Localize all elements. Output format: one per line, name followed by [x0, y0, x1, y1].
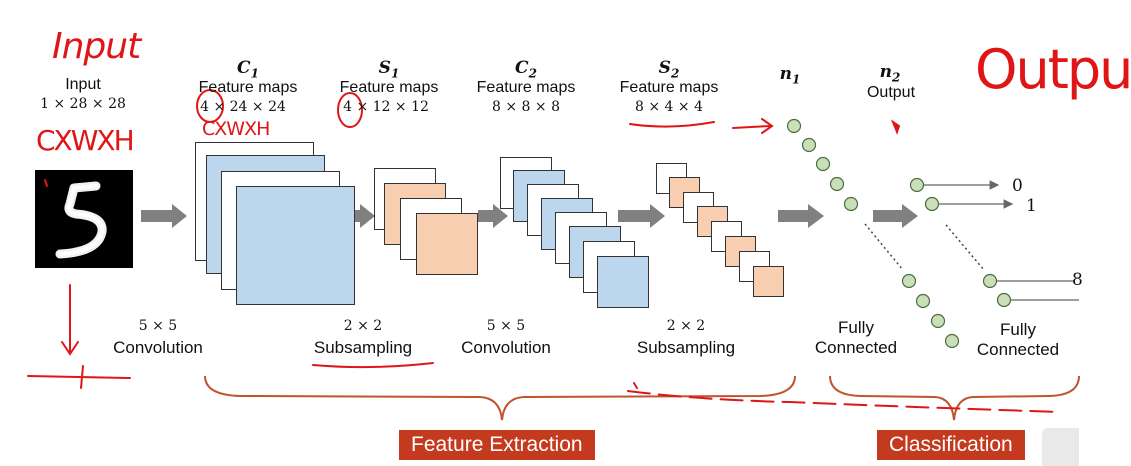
- arrow-c2-s2: [618, 204, 665, 228]
- arrow-input-c1: [141, 204, 187, 228]
- sub2-label: Subsampling: [636, 338, 736, 357]
- cnn-diagram: Input 1 × 28 × 28 C1 Feature maps 4 × 24…: [27, 26, 1131, 466]
- fc1-label-line1: Fully: [838, 318, 874, 337]
- output-1: 1: [1026, 196, 1037, 216]
- handwritten-shape-note: CXWXH: [36, 124, 135, 157]
- s2-map: [753, 266, 784, 297]
- arrow-s2-n1: [778, 204, 824, 228]
- n2-neurons: [909, 177, 1079, 308]
- classification-banner: Classification: [877, 430, 1025, 460]
- sub1-label: Subsampling: [313, 338, 413, 357]
- s1-map: [416, 213, 478, 275]
- feature-extraction-banner: Feature Extraction: [399, 430, 595, 460]
- flow-arrows: [141, 204, 918, 228]
- sub2-kernel: 2 × 2: [666, 318, 706, 334]
- input-digit-image: [35, 170, 133, 268]
- output-0: 0: [1012, 176, 1023, 196]
- conv1-kernel: 5 × 5: [138, 318, 178, 334]
- sub1-kernel: 2 × 2: [343, 318, 383, 334]
- output-8: 8: [1072, 270, 1083, 290]
- c1-subtitle: Feature maps: [198, 79, 298, 96]
- brace-feature-extraction: [204, 375, 796, 421]
- handwritten-output-note: Outpu: [975, 38, 1131, 101]
- fc2-label-line1: Fully: [1000, 320, 1036, 339]
- brace-classification: [829, 375, 1080, 421]
- s2-dims: 8 × 4 × 4: [635, 99, 703, 115]
- c2-subtitle: Feature maps: [476, 79, 576, 96]
- handwritten-marks: [27, 89, 1061, 413]
- c2-title: C2: [515, 58, 537, 81]
- n2-title: n2: [879, 62, 901, 85]
- handwritten-c1-note: CXWXH: [202, 118, 270, 140]
- input-title: Input: [65, 76, 101, 93]
- n1-title: n1: [779, 64, 801, 87]
- s1-subtitle: Feature maps: [339, 79, 439, 96]
- s1-dims: 4 × 12 × 12: [343, 99, 429, 115]
- n2-subtitle: Output: [866, 84, 916, 101]
- conv2-kernel: 5 × 5: [486, 318, 526, 334]
- s2-subtitle: Feature maps: [619, 79, 719, 96]
- diagram-graphics: [27, 89, 1080, 421]
- c1-map: [236, 186, 355, 305]
- arrow-s1-c2: [478, 204, 508, 228]
- n1-neurons: [786, 118, 960, 349]
- arrow-c1-s1: [352, 204, 375, 228]
- conv2-label: Convolution: [461, 338, 551, 357]
- c1-title: C1: [237, 58, 259, 81]
- fc1-label-line2: Connected: [814, 338, 898, 357]
- arrow-n1-n2: [873, 204, 918, 228]
- handwritten-input-note: Input: [52, 26, 141, 67]
- s2-title: S2: [658, 58, 680, 81]
- input-dims: 1 × 28 × 28: [40, 96, 126, 112]
- c2-dims: 8 × 8 × 8: [492, 99, 560, 115]
- c1-dims: 4 × 24 × 24: [200, 99, 286, 115]
- c2-map: [597, 256, 649, 308]
- video-overlay-thumbnail: [1042, 428, 1079, 466]
- s1-title: S1: [378, 58, 400, 81]
- conv1-label: Convolution: [113, 338, 203, 357]
- fc2-label-line2: Connected: [976, 340, 1060, 359]
